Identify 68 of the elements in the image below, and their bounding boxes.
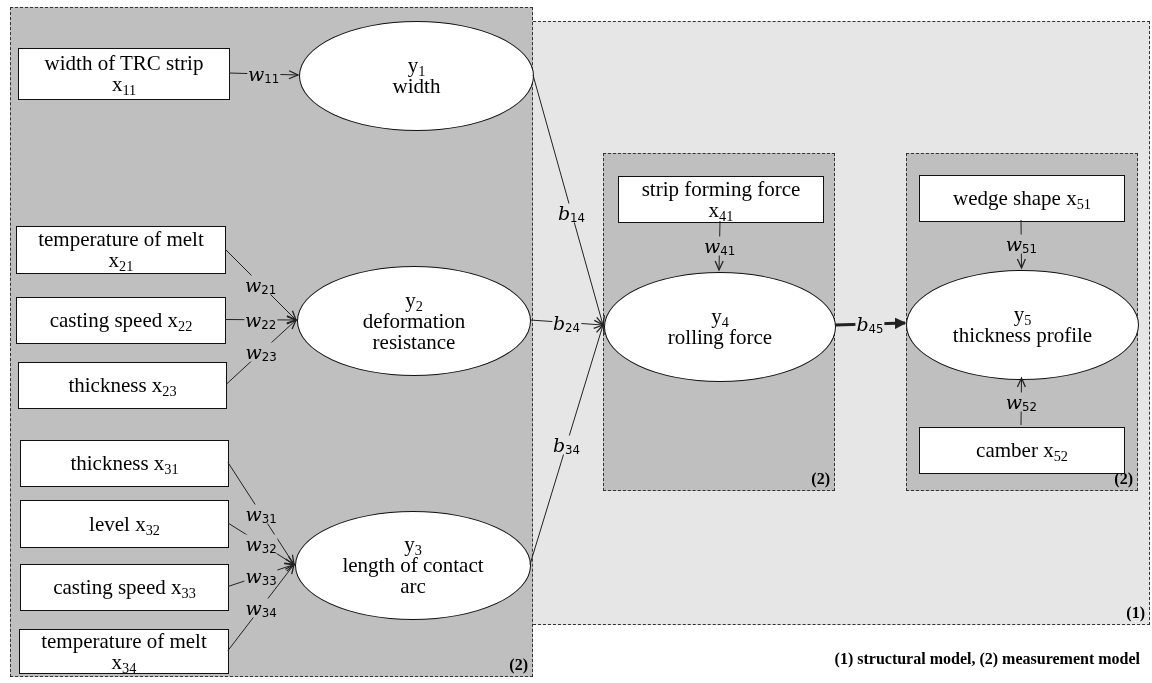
node-text: thickness x$_{31}$ bbox=[70, 453, 179, 474]
node-text: wedge shape x$_{51}$ bbox=[953, 188, 1091, 209]
node-text: rolling force bbox=[667, 327, 773, 348]
edge-label: w$_{21}$ bbox=[243, 275, 278, 294]
arrow bbox=[834, 317, 906, 329]
arrow bbox=[224, 315, 297, 325]
dashed-panel bbox=[603, 153, 835, 491]
node-text: camber x$_{52}$ bbox=[976, 440, 1068, 461]
edge-label: w$_{41}$ bbox=[702, 236, 737, 255]
node-text: width of TRC strip x$_{11}$ bbox=[43, 53, 205, 95]
edge-label: b$_{24}$ bbox=[551, 313, 582, 332]
indicator-box bbox=[16, 226, 226, 274]
arrow bbox=[228, 70, 299, 80]
dashed-panel bbox=[10, 7, 533, 677]
edge-label: w$_{31}$ bbox=[244, 504, 278, 523]
node-text: thickness profile bbox=[952, 325, 1093, 346]
edge-label: w$_{32}$ bbox=[244, 534, 278, 554]
indicator-box bbox=[19, 629, 229, 674]
edge-label: w$_{51}$ bbox=[1004, 234, 1038, 254]
node-text: length of contact arc bbox=[341, 555, 485, 597]
edge-label: b$_{34}$ bbox=[551, 435, 582, 455]
indicator-box bbox=[20, 564, 229, 611]
model-tag: (2) bbox=[509, 656, 528, 674]
node-text: y$_{5}$ bbox=[1013, 304, 1032, 325]
node-text: width bbox=[392, 76, 441, 97]
edge-label: w$_{23}$ bbox=[244, 342, 278, 362]
arrow bbox=[529, 319, 604, 330]
arrow bbox=[227, 562, 295, 587]
node-text: casting speed x$_{22}$ bbox=[49, 310, 193, 331]
model-tag: (1) bbox=[1126, 604, 1145, 622]
arrow bbox=[227, 563, 295, 651]
node-text: thickness x$_{23}$ bbox=[68, 375, 177, 396]
arrow bbox=[224, 248, 297, 321]
edge-label: w$_{33}$ bbox=[244, 566, 278, 585]
legend-note: (1) structural model, (2) measurement model bbox=[834, 650, 1140, 668]
arrow bbox=[529, 324, 605, 565]
node-text: level x$_{32}$ bbox=[89, 513, 160, 535]
indicator-box bbox=[20, 440, 229, 487]
indicator-box bbox=[18, 362, 227, 409]
arrow bbox=[1016, 219, 1027, 269]
arrow bbox=[227, 522, 295, 566]
indicator-box bbox=[20, 500, 229, 548]
node-text: temperature of melt x$_{34}$ bbox=[40, 630, 208, 673]
edge-label: w$_{34}$ bbox=[244, 598, 278, 617]
indicator-box bbox=[919, 427, 1125, 474]
arrow bbox=[1016, 377, 1027, 426]
node-text: y$_{2}$ bbox=[405, 289, 423, 311]
indicator-box bbox=[16, 297, 226, 344]
dashed-panel bbox=[533, 21, 1150, 625]
arrow bbox=[714, 220, 724, 271]
node-text: strip forming force x$_{41}$ bbox=[640, 178, 802, 221]
node-text: y$_{4}$ bbox=[711, 306, 729, 327]
arrow bbox=[225, 319, 297, 385]
arrow bbox=[532, 74, 606, 326]
model-tag: (2) bbox=[811, 470, 830, 488]
node-text: casting speed x$_{33}$ bbox=[53, 577, 196, 598]
node-text: temperature of melt x$_{21}$ bbox=[37, 229, 205, 271]
node-text: y$_{3}$ bbox=[404, 534, 422, 555]
dashed-panel bbox=[906, 153, 1138, 491]
edge-label: b$_{14}$ bbox=[556, 203, 587, 222]
indicator-box bbox=[18, 48, 230, 100]
node-text: deformation resistance bbox=[361, 310, 467, 353]
indicator-box bbox=[919, 175, 1125, 222]
edge-label: w$_{52}$ bbox=[1004, 392, 1038, 411]
node-text: y$_{1}$ bbox=[407, 55, 426, 76]
arrow bbox=[227, 462, 295, 566]
indicator-box bbox=[618, 176, 824, 223]
edge-label: b$_{45}$ bbox=[855, 314, 885, 334]
